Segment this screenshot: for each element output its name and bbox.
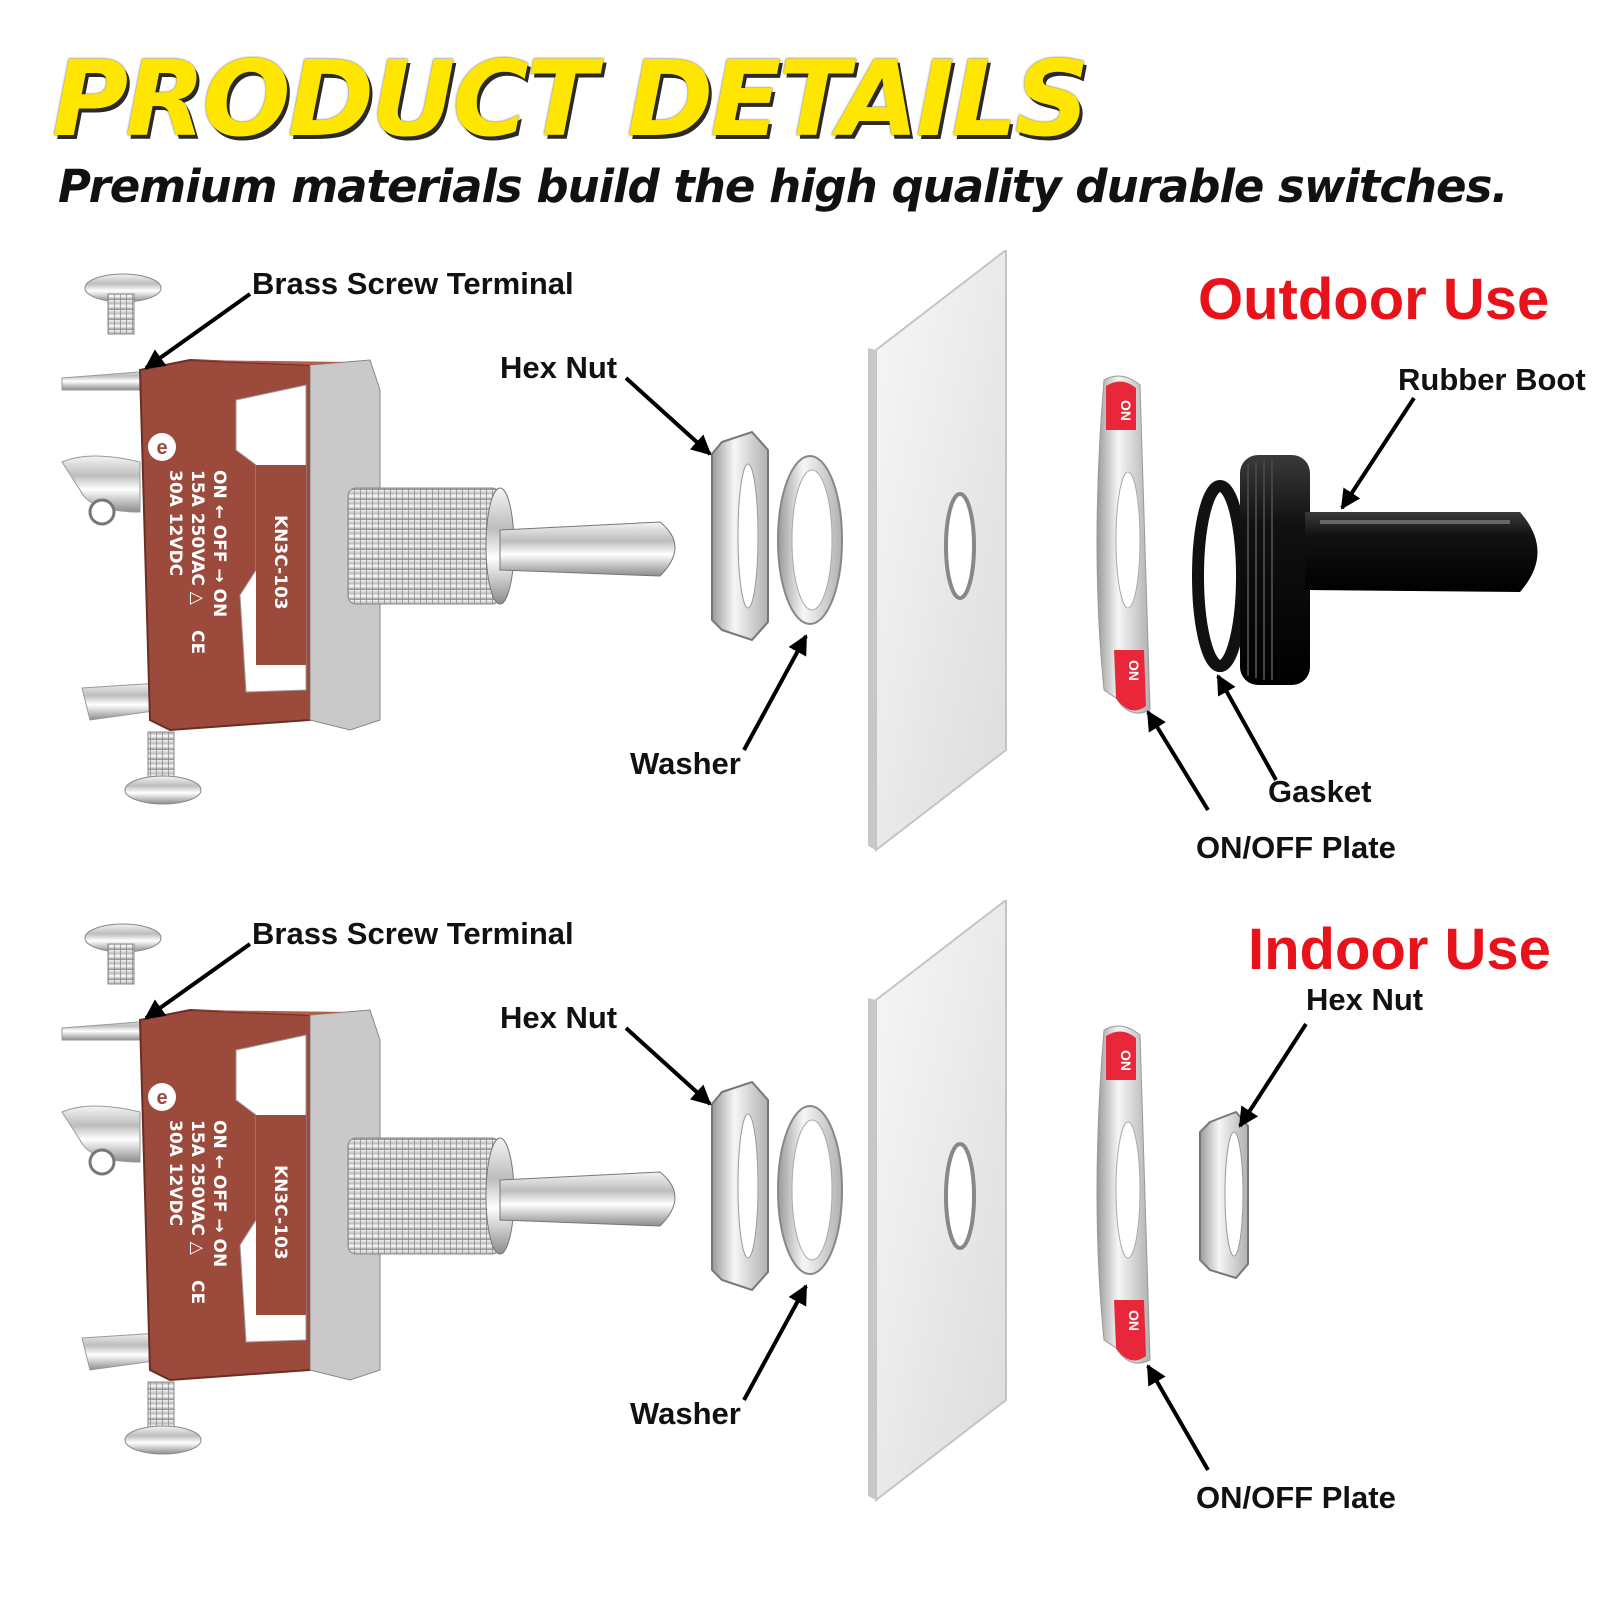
page-subtitle: Premium materials build the high quality… [58, 160, 1508, 213]
front-hex-nut [1199, 1110, 1249, 1280]
indoor-use-title: Indoor Use [1248, 917, 1551, 982]
toggle-lever [499, 1171, 676, 1227]
label-hex-nut: Hex Nut [500, 1000, 618, 1035]
plate-on-mark-top: ON [1118, 400, 1134, 421]
outdoor-use-title: Outdoor Use [1198, 267, 1550, 332]
label-gasket: Gasket [1268, 774, 1372, 809]
page-title: PRODUCT DETAILS [52, 38, 1090, 160]
label-front-hex-nut: Hex Nut [1306, 982, 1424, 1017]
mounting-panel [868, 250, 1007, 853]
outdoor-exploded-diagram: e ON ← OFF → ON 15A 250VAC △ 30A 12VDC C… [61, 250, 1538, 853]
marking-line2: 15A 250VAC △ [187, 1120, 207, 1256]
brass-screw-bottom [124, 731, 202, 805]
brand-logo: e [156, 437, 167, 459]
ce-mark: CE [187, 630, 207, 654]
brass-screw-bottom [124, 1381, 202, 1455]
toggle-switch-body: e ON ← OFF → ON 15A 250VAC △ 30A 12VDC C… [138, 1008, 381, 1382]
callout-arrows [144, 942, 1308, 1471]
toggle-lever [499, 521, 676, 577]
gasket [1192, 480, 1248, 672]
hex-nut [711, 1080, 769, 1292]
plate-on-mark-top: ON [1118, 1050, 1134, 1071]
brass-screw-top [84, 273, 162, 335]
outdoor-section: e ON ← OFF → ON 15A 250VAC △ 30A 12VDC C… [0, 250, 1600, 890]
marking-line2: 15A 250VAC △ [187, 470, 207, 606]
label-brass-screw-terminal: Brass Screw Terminal [252, 916, 574, 951]
ce-mark: CE [187, 1280, 207, 1304]
washer [777, 1105, 843, 1275]
brand-logo: e [156, 1087, 167, 1109]
model-number: KN3C-103 [270, 1165, 290, 1260]
threaded-bushing [347, 487, 515, 605]
on-off-plate: ON ON [1096, 375, 1151, 714]
toggle-switch-body: e ON ← OFF → ON 15A 250VAC △ 30A 12VDC C… [138, 358, 381, 732]
marking-line3: 30A 12VDC [165, 470, 185, 576]
label-washer: Washer [630, 746, 741, 781]
model-number: KN3C-103 [270, 515, 290, 610]
marking-line1: ON ← OFF → ON [209, 1120, 229, 1267]
label-washer: Washer [630, 1396, 741, 1431]
threaded-bushing [347, 1137, 515, 1255]
plate-on-mark-bottom: ON [1126, 660, 1142, 681]
label-hex-nut: Hex Nut [500, 350, 618, 385]
hex-nut [711, 430, 769, 642]
callout-arrows [144, 292, 1416, 812]
indoor-section: e ON ← OFF → ON 15A 250VAC △ 30A 12VDC C… [0, 900, 1600, 1540]
label-rubber-boot: Rubber Boot [1398, 362, 1586, 397]
marking-line3: 30A 12VDC [165, 1120, 185, 1226]
label-on-off-plate: ON/OFF Plate [1196, 830, 1396, 865]
on-off-plate: ON ON [1096, 1025, 1151, 1364]
rubber-boot [1240, 455, 1538, 685]
brass-screw-top [84, 923, 162, 985]
marking-line1: ON ← OFF → ON [209, 470, 229, 617]
label-brass-screw-terminal: Brass Screw Terminal [252, 266, 574, 301]
indoor-exploded-diagram: e ON ← OFF → ON 15A 250VAC △ 30A 12VDC C… [61, 900, 1308, 1503]
plate-on-mark-bottom: ON [1126, 1310, 1142, 1331]
washer [777, 455, 843, 625]
mounting-panel [868, 900, 1007, 1503]
label-on-off-plate: ON/OFF Plate [1196, 1480, 1396, 1515]
